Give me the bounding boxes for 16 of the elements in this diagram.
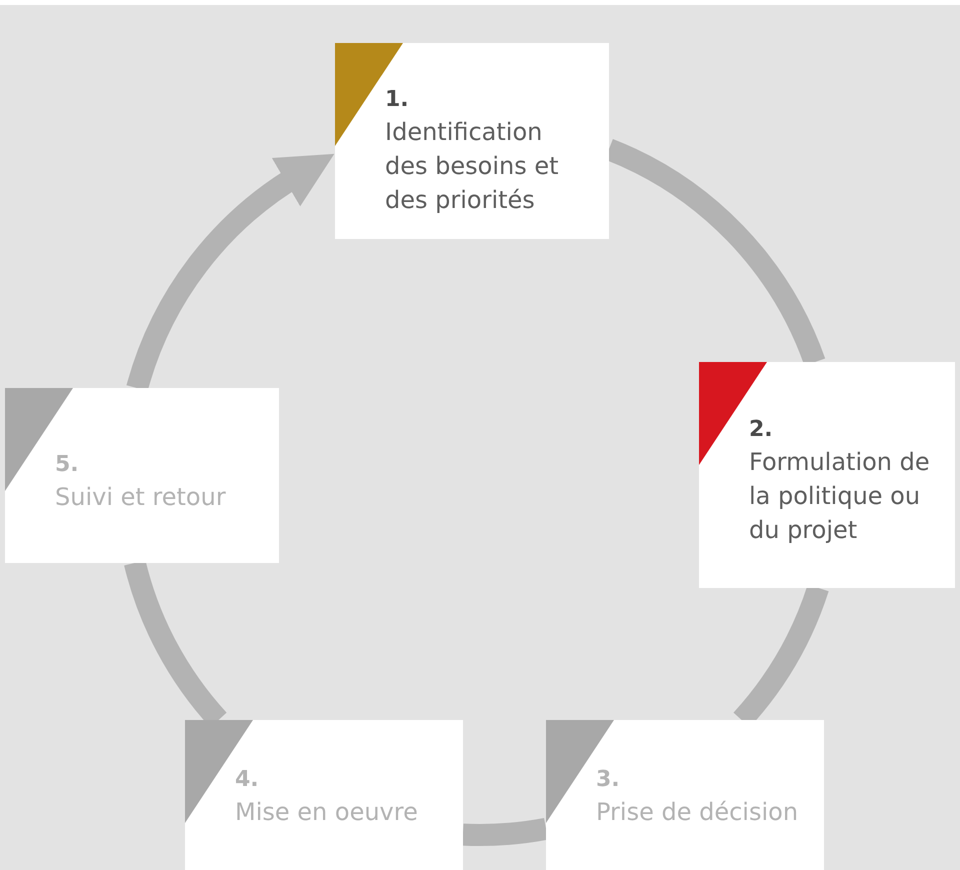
step-number: 4. (235, 766, 260, 794)
step-box (699, 362, 955, 588)
step-box (335, 43, 609, 239)
step-box (185, 720, 463, 870)
step-label: Suivi et retour (55, 482, 227, 513)
step-number: 2. (749, 416, 774, 444)
step-box (546, 720, 824, 870)
step-label: Formulation de la politique ou du projet (749, 447, 931, 546)
step-label: Prise de décision (596, 797, 800, 828)
cycle-connector (462, 818, 548, 846)
step-box (5, 388, 279, 563)
step-number: 3. (596, 766, 621, 794)
step-label: Identification des besoins et des priorités (385, 117, 560, 216)
step-number: 1. (385, 86, 410, 114)
step-label: Mise en oeuvre (235, 797, 419, 828)
step-number: 5. (55, 451, 80, 479)
